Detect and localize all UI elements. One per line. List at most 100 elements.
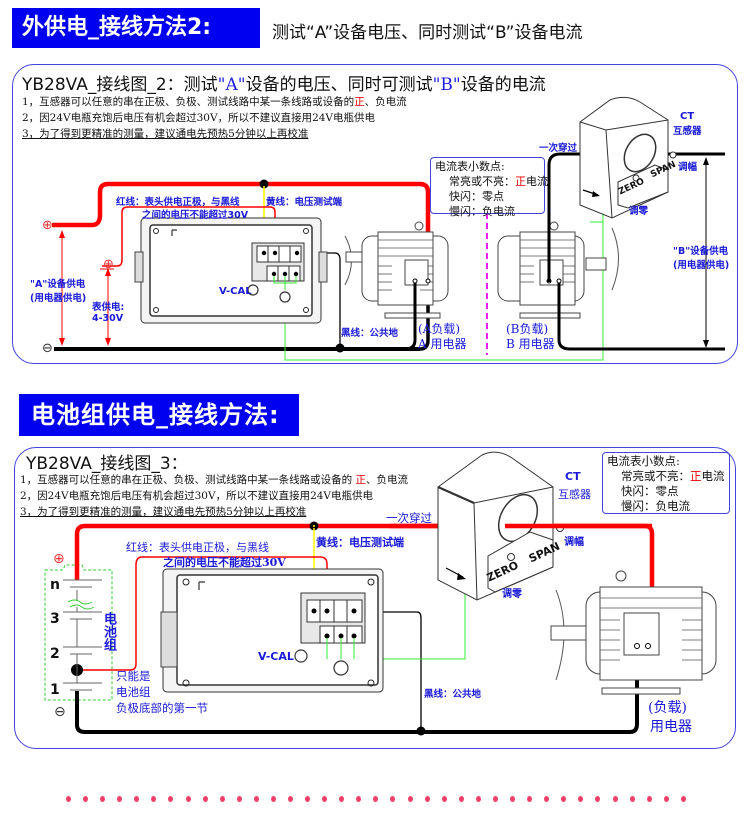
- footer-dot: [680, 796, 686, 802]
- red-main-wire-2: [74, 523, 655, 646]
- title-q2: "B": [432, 75, 461, 95]
- footer-dot: [492, 796, 498, 802]
- footer-dot: [441, 796, 447, 802]
- footer-dot: [373, 796, 379, 802]
- footer-dot: [151, 796, 157, 802]
- footer-dot: [561, 796, 567, 802]
- infobox-title: 电流表小数点:: [435, 160, 505, 173]
- footer-dot: [185, 796, 191, 802]
- diagram2-note-1: 1，互感器可以任意的串在正极、负极、测试线路中某一条线路或设备的正、负电流: [22, 94, 407, 110]
- meter-supply-label-1: 表供电:: [92, 302, 125, 313]
- load-label-2: 用电器: [650, 719, 692, 735]
- load-b-label-1: (B负载): [506, 322, 549, 336]
- diagram2-note-2: 2，因24V电瓶充饱后电压有机会超过30V，所以不建议直接用24V电瓶供电: [22, 112, 376, 124]
- section2-banner: 电池组供电_接线方法:: [19, 394, 299, 436]
- plus-terminal-a: ⊕: [42, 218, 53, 233]
- only-first-cell-label-3: 负极底部的第一节: [116, 701, 208, 715]
- b-supply-label-1: "B"设备供电: [673, 246, 729, 257]
- section1-banner: 外供电_接线方法2:: [12, 8, 260, 48]
- infobox-text: 电流: [701, 469, 725, 483]
- vcal-label: V-CAL: [258, 650, 294, 663]
- battery-pack-label: 电池组: [101, 612, 116, 651]
- motor-load-2: [550, 570, 717, 695]
- footer-dot: [510, 796, 516, 802]
- footer-dot: [578, 796, 584, 802]
- footer-dot: [390, 796, 396, 802]
- ct-sensor-1: [579, 96, 677, 219]
- infobox-line-3: 慢闪：负电流: [449, 205, 515, 218]
- span-adjust-label: 调幅: [678, 162, 698, 173]
- note-red-text: 正: [354, 96, 365, 108]
- footer-dot: [339, 796, 345, 802]
- footer-dot: [66, 796, 71, 802]
- minus-terminal: ⊖: [42, 341, 53, 356]
- meter-body-2: [160, 568, 384, 693]
- footer-dot: [253, 796, 259, 802]
- yellow-wire-label: 黄线：电压测试端: [266, 197, 343, 208]
- only-first-cell-label-1: 只能是: [116, 669, 151, 683]
- a-supply-label-2: (用电器供电): [30, 293, 87, 304]
- yellow-wire-label: 黄线：电压测试端: [316, 536, 404, 549]
- decimal-point-infobox-2: 电流表小数点: 常亮或不亮：正电流 快闪：零点 慢闪：负电流: [602, 452, 730, 514]
- footer-dot: [544, 796, 550, 802]
- footer-dot: [322, 796, 328, 802]
- infobox-line-1: 常亮或不亮：正电流: [435, 174, 548, 189]
- black-meter-wire: [298, 252, 341, 348]
- load-label-1: (负载): [648, 700, 687, 716]
- infobox-line-1: 常亮或不亮：正电流: [607, 469, 725, 484]
- footer-dot: [236, 796, 242, 802]
- infobox-text: 常亮或不亮：: [621, 469, 690, 483]
- title-prefix: YB28VA_接线图_2：测试: [22, 75, 218, 95]
- infobox-red-text: 正: [690, 469, 702, 483]
- decimal-point-infobox-1: 电流表小数点: 常亮或不亮：正电流 快闪：零点 慢闪：负电流: [430, 157, 548, 218]
- plus-terminal-battery: ⊕: [53, 551, 65, 567]
- b-supply-label-2: (用电器供电): [673, 260, 730, 271]
- title-mid: 设备的电压、同时可测试: [245, 75, 433, 95]
- footer-dot: [475, 796, 481, 802]
- footer-dot: [288, 796, 294, 802]
- title-suffix: 设备的电流: [460, 75, 546, 95]
- ct-black-wire-1: [547, 152, 725, 282]
- motor-a: [344, 221, 449, 351]
- footer-dot: [270, 796, 276, 802]
- ct-name-label: 互感器: [558, 488, 591, 501]
- footer-dot: [100, 796, 106, 802]
- cell-3-label: 3: [50, 611, 60, 627]
- primary-pass-label: 一次穿过: [539, 143, 578, 154]
- red-wire-label-1: 红线：表头供电正极，与黑线: [116, 197, 240, 208]
- note-text: 1，互感器可以任意的串在正极、负极、测试线路中某一条线路或设备的: [22, 96, 355, 108]
- red-wire-label-2: 之间的电压不能超过30V: [163, 556, 286, 569]
- infobox-line-2: 快闪：零点: [621, 484, 679, 498]
- footer-dot: [612, 796, 618, 802]
- ct-label: CT: [565, 470, 581, 483]
- infobox-line-2: 快闪：零点: [449, 190, 504, 203]
- only-first-cell-label-2: 电池组: [116, 685, 151, 699]
- footer-dot: [407, 796, 413, 802]
- cell-2-label: 2: [50, 646, 60, 662]
- primary-pass-label: 一次穿过: [386, 511, 432, 525]
- load-b-label-2: B 用电器: [506, 337, 555, 351]
- zero-adjust-label: 调零: [629, 206, 649, 217]
- footer-dot: [663, 796, 669, 802]
- footer-dot: [219, 796, 225, 802]
- note-text: 、负电流: [366, 474, 409, 486]
- junction-dot: [259, 179, 269, 189]
- black-meter-wire-2: [350, 611, 422, 731]
- load-a-label-2: A 用电器: [418, 337, 467, 351]
- black-ground-wire-2: [75, 646, 639, 734]
- battery-cells: [63, 579, 102, 691]
- note-red-text: 正: [355, 474, 367, 486]
- zero-adjust-label: 调零: [502, 589, 522, 600]
- diagram3-note-3: 3，为了得到更精准的测量，建议通电先预热5分钟以上再校准: [20, 506, 307, 518]
- note-text: 、负电流: [364, 96, 407, 108]
- diagram3-panel: [14, 447, 736, 749]
- ct-sensor-2: [437, 451, 564, 601]
- battery-pack-outline: [44, 564, 113, 701]
- footer-dot: [168, 796, 174, 802]
- red-wire-label-2: 之间的电压不能超过30V: [142, 210, 249, 221]
- meter-supply-label-2: 4-30V: [92, 313, 124, 324]
- red-wire-label-1: 红线：表头供电正极，与黑线: [126, 541, 269, 554]
- infobox-text: 常亮或不亮：: [449, 175, 515, 188]
- plus-terminal-meter: ⊕: [103, 257, 114, 272]
